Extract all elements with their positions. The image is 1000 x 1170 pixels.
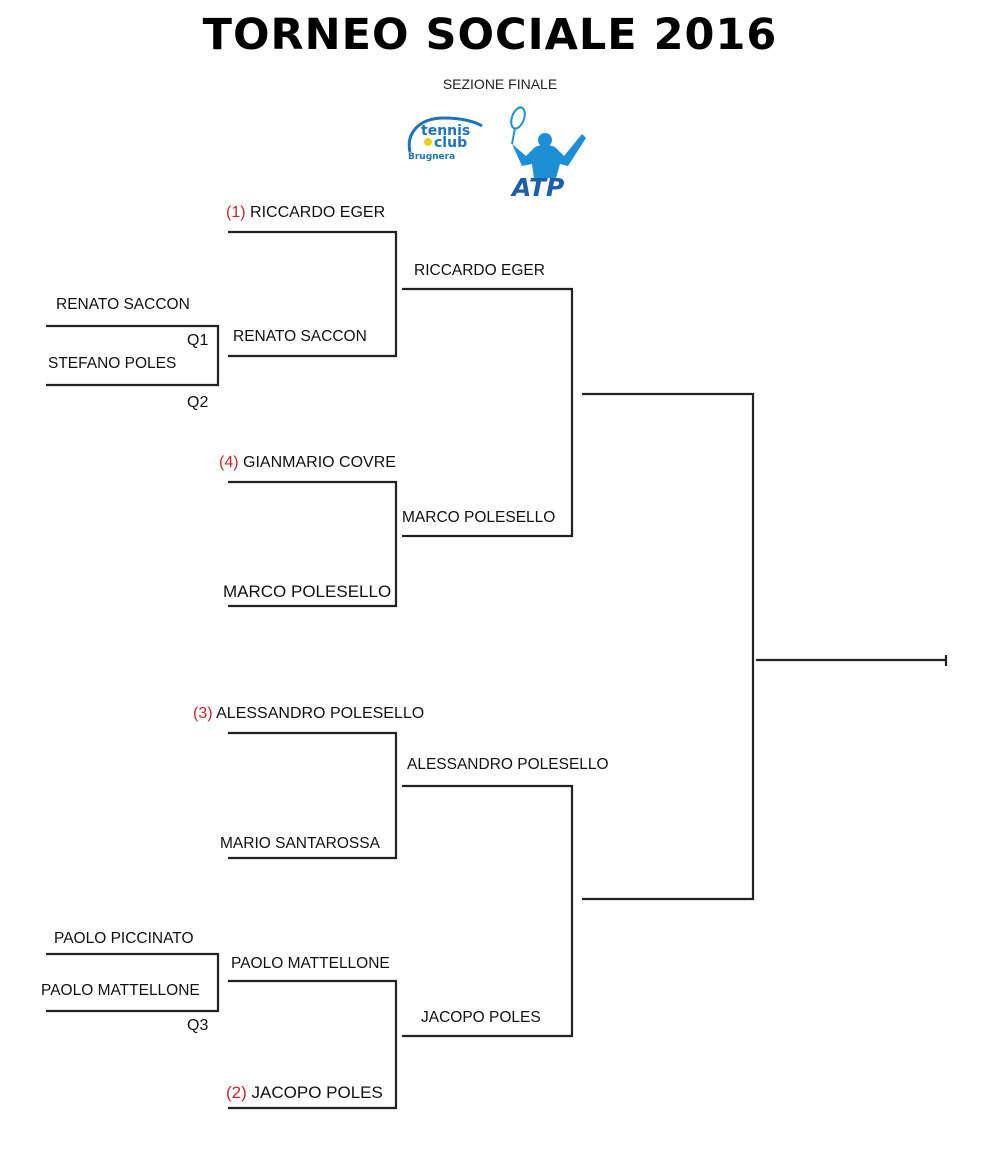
first-round-bracket-3 [228,731,398,860]
section-subtitle: SEZIONE FINALE [442,76,558,92]
qualifying-player: STEFANO POLES [48,355,177,372]
first-round-entry: (2) JACOPO POLES [226,1084,383,1102]
atp-logo: ATP [504,104,590,202]
qualifying-player: PAOLO PICCINATO [54,930,194,947]
seed-number: (4) [219,454,239,471]
qualifier-tag: Q3 [187,1017,209,1034]
qualifying-bracket-q3 [46,952,220,1013]
final-bracket [582,392,755,901]
semifinalist-name: RICCARDO EGER [414,262,545,279]
first-round-entry: MARIO SANTAROSSA [220,835,380,853]
seed-number: (3) [193,705,213,722]
seed-number: (2) [226,1083,247,1102]
qualifying-player: RENATO SACCON [56,296,190,313]
player-name: MARCO POLESELLO [223,582,392,601]
first-round-entry: RENATO SACCON [233,328,367,346]
seed-number: (1) [226,204,246,221]
player-name: MARIO SANTAROSSA [220,835,380,852]
qualifier-tag: Q2 [187,394,209,411]
player-name: RICCARDO EGER [250,204,386,221]
first-round-bracket-4 [228,979,398,1110]
player-name: GIANMARIO COVRE [243,454,396,471]
player-name: JACOPO POLES [251,1083,383,1102]
first-round-entry: PAOLO MATTELLONE [231,955,390,973]
first-round-entry: (1) RICCARDO EGER [226,204,385,222]
atp-logo-graphic: ATP [510,106,586,202]
player-silhouette-icon [510,106,586,178]
semifinalist-name: ALESSANDRO POLESELLO [407,756,609,773]
semifinalist-name: MARCO POLESELLO [402,509,556,526]
player-name: RENATO SACCON [233,328,367,345]
first-round-bracket-2 [228,480,398,608]
first-round-bracket-1 [228,230,398,358]
first-round-entry: (4) GIANMARIO COVRE [219,454,396,472]
semifinalist-name: JACOPO POLES [421,1009,541,1026]
atp-logo-text: ATP [510,173,564,200]
first-round-entry: (3) ALESSANDRO POLESELLO [193,705,424,723]
semifinal-bracket-top [402,287,574,538]
semifinal-bracket-bottom [402,784,574,1038]
club-logo-line3: Brugnera [408,152,455,162]
tournament-title: TORNEO SOCIALE 2016 [202,10,778,60]
club-logo-line2: club [434,135,467,151]
qualifying-player: PAOLO MATTELLONE [41,982,200,999]
qualifying-bracket-q1-q2 [46,324,220,387]
qualifier-tag: Q1 [187,332,209,349]
player-name: ALESSANDRO POLESELLO [216,705,425,722]
tennis-club-logo-graphic: tennis club Brugnera [407,116,483,162]
tennis-club-logo: tennis club Brugnera [404,112,486,164]
first-round-entry: MARCO POLESELLO [223,583,391,601]
player-name: PAOLO MATTELLONE [231,955,390,972]
tennis-ball-icon [424,138,432,146]
club-logo-line1: tennis [421,123,470,139]
